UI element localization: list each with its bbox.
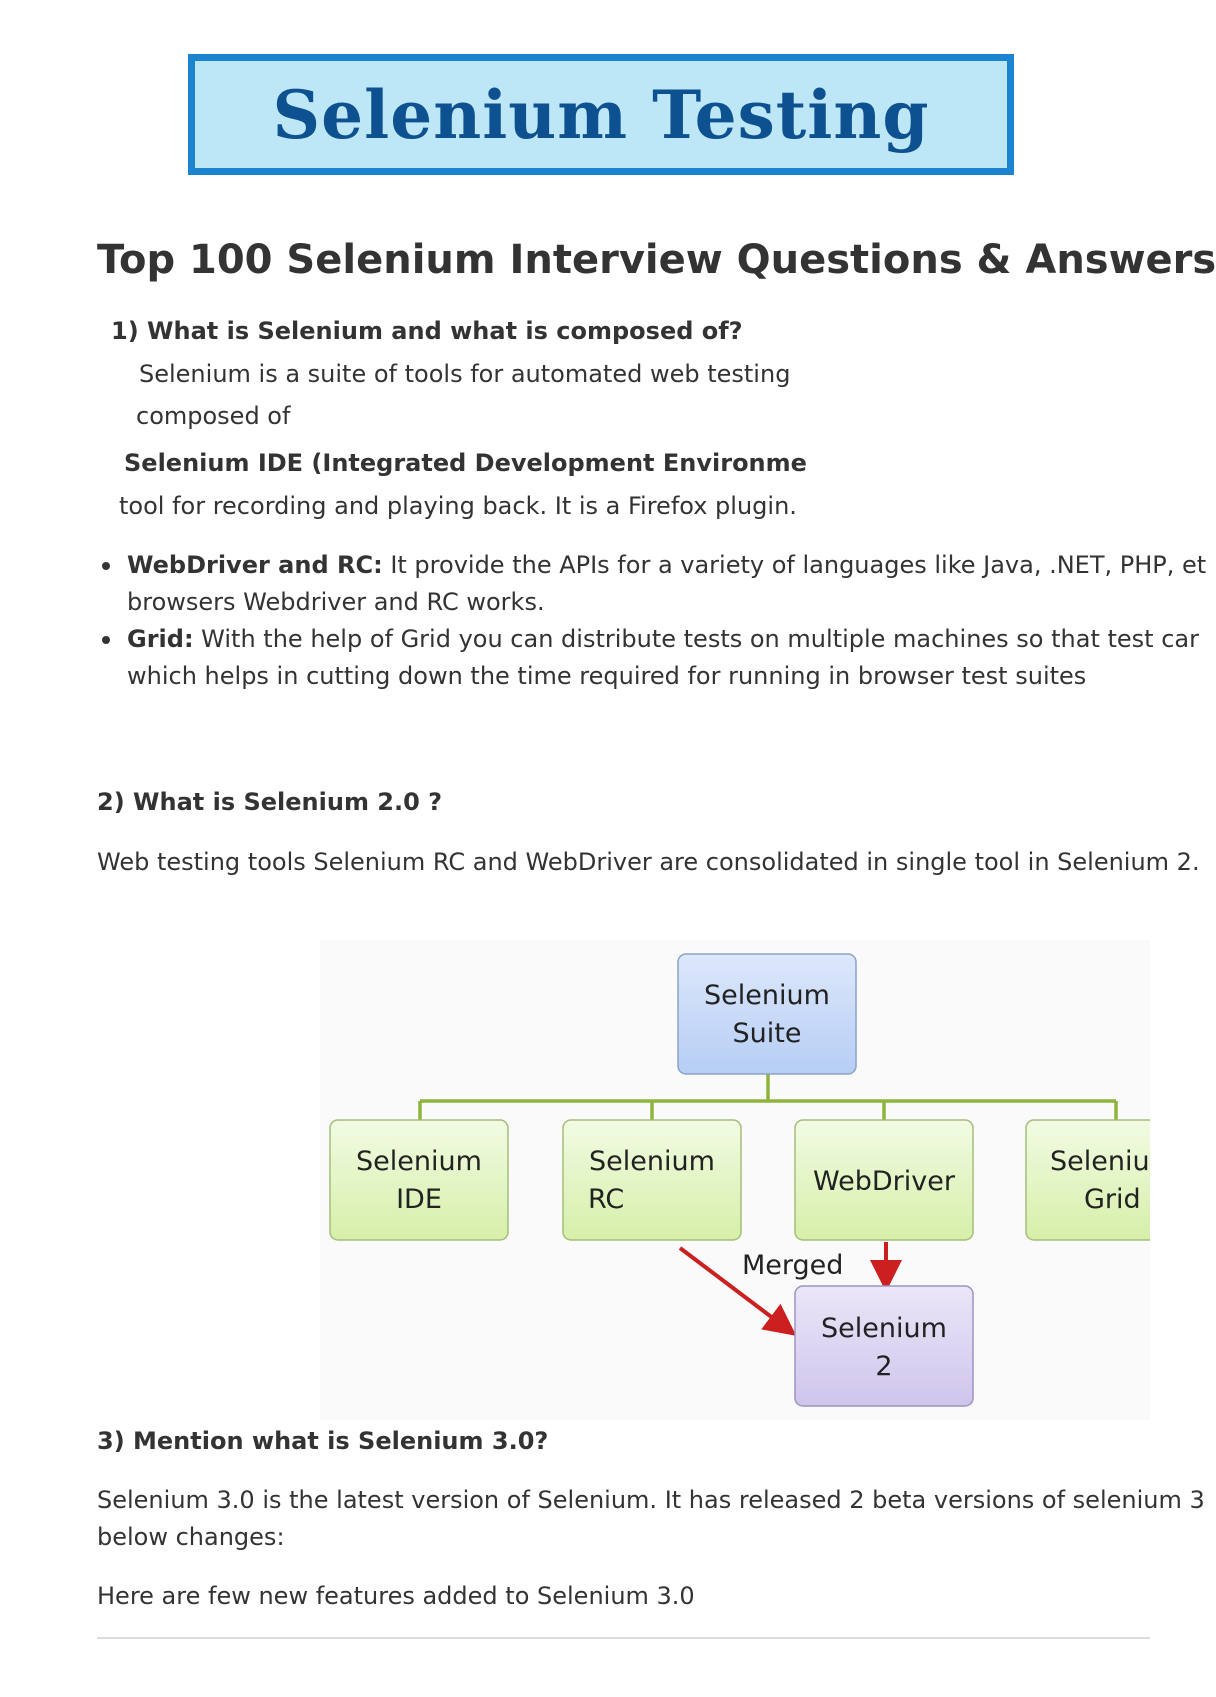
webdriver-label: WebDriver xyxy=(813,1166,956,1197)
selenium2-line-2: 2 xyxy=(875,1351,892,1382)
grid-line-1: Seleniu xyxy=(1050,1146,1150,1177)
suite-line-2: Suite xyxy=(733,1018,802,1049)
bullet-label: Grid: xyxy=(127,625,194,653)
webdriver-box: WebDriver xyxy=(794,1119,974,1241)
selenium-ide-heading: Selenium IDE (Integrated Development Env… xyxy=(124,449,807,477)
selenium-rc-box: Selenium RC xyxy=(562,1119,742,1241)
page-title: Top 100 Selenium Interview Questions & A… xyxy=(97,237,1216,283)
rc-to-selenium2-arrow xyxy=(678,1246,797,1336)
bullet-text: With the help of Grid you can distribute… xyxy=(193,625,1199,653)
list-item: WebDriver and RC: It provide the APIs fo… xyxy=(97,547,1206,621)
q1-answer-line-1: Selenium is a suite of tools for automat… xyxy=(139,360,791,388)
bullet-text: It provide the APIs for a variety of lan… xyxy=(382,551,1207,579)
selenium-ide-box: Selenium IDE xyxy=(329,1119,509,1241)
list-item: Grid: With the help of Grid you can dist… xyxy=(97,621,1199,695)
question-2: 2) What is Selenium 2.0 ? xyxy=(97,788,443,816)
question-1: 1) What is Selenium and what is composed… xyxy=(111,317,743,345)
banner-title: Selenium Testing xyxy=(272,75,930,154)
components-list: WebDriver and RC: It provide the APIs fo… xyxy=(97,547,1206,695)
selenium2-line-1: Selenium xyxy=(821,1313,947,1344)
suite-line-1: Selenium xyxy=(704,980,830,1011)
ide-line-1: Selenium xyxy=(356,1146,482,1177)
ide-line-2: IDE xyxy=(396,1184,442,1215)
bullet-line: Grid: With the help of Grid you can dist… xyxy=(127,621,1199,658)
bullet-continuation: browsers Webdriver and RC works. xyxy=(127,588,545,616)
question-3: 3) Mention what is Selenium 3.0? xyxy=(97,1427,549,1455)
bullet-label: WebDriver and RC: xyxy=(127,551,383,579)
selenium-suite-box: Selenium Suite xyxy=(677,953,857,1075)
divider xyxy=(97,1637,1150,1639)
q2-answer: Web testing tools Selenium RC and WebDri… xyxy=(97,848,1200,876)
rc-line-1: Selenium xyxy=(589,1146,715,1177)
bullet-continuation: which helps in cutting down the time req… xyxy=(127,662,1087,690)
selenium-ide-description: tool for recording and playing back. It … xyxy=(119,492,797,520)
merge-arrows xyxy=(678,1242,902,1336)
diagram-body: Selenium Suite Selenium IDE Selenium RC … xyxy=(320,940,1150,1420)
q3-answer-line-2: below changes: xyxy=(97,1523,285,1551)
selenium-2-box: Selenium 2 xyxy=(794,1285,974,1407)
grid-line-2: Grid xyxy=(1084,1184,1141,1215)
selenium-grid-box: Seleniu Grid xyxy=(1025,1119,1150,1241)
tree-connectors xyxy=(418,1074,1118,1120)
rc-line-2: RC xyxy=(588,1184,624,1215)
bullet-line: WebDriver and RC: It provide the APIs fo… xyxy=(127,547,1206,584)
q3-answer-line-1: Selenium 3.0 is the latest version of Se… xyxy=(97,1486,1205,1514)
features-intro: Here are few new features added to Selen… xyxy=(97,1582,695,1610)
title-banner: Selenium Testing xyxy=(188,54,1014,175)
q1-answer-line-2: composed of xyxy=(136,402,291,430)
merged-label: Merged xyxy=(742,1250,843,1281)
